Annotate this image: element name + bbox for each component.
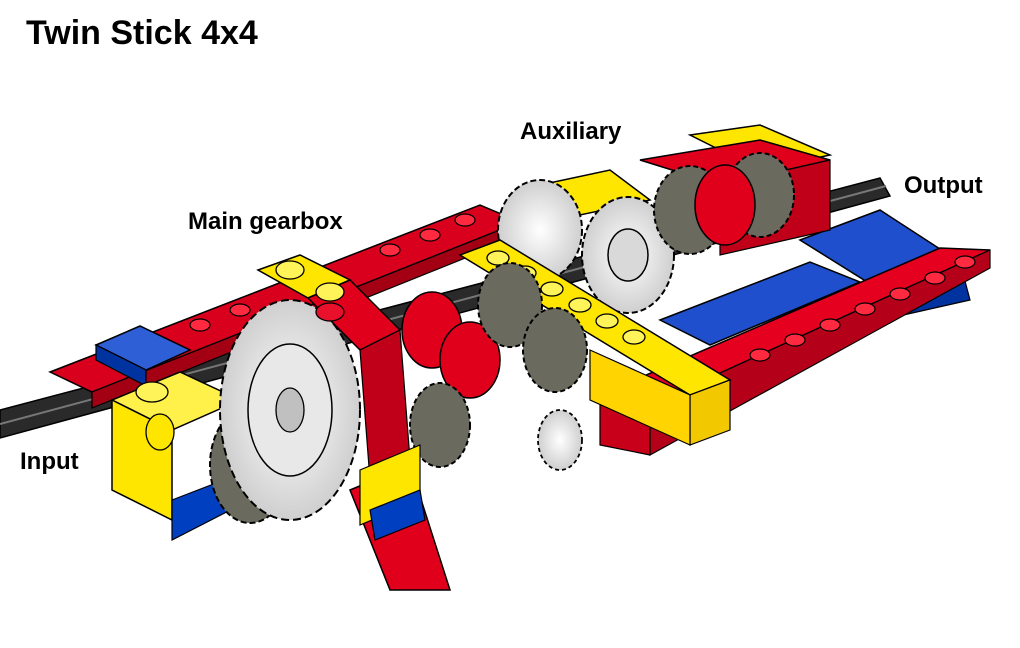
right-beam-studs [749, 255, 976, 362]
main-gearbox-gears [401, 262, 588, 471]
diagram-title: Twin Stick 4x4 [26, 14, 258, 52]
label-input: Input [20, 448, 79, 475]
blue-plate-left [94, 325, 192, 387]
front-gears [209, 299, 361, 524]
label-output: Output [904, 172, 983, 199]
input-block [110, 371, 251, 541]
main-gearbox-housing [256, 254, 452, 591]
rear-beam-studs [189, 213, 476, 332]
label-main-gearbox: Main gearbox [188, 208, 343, 235]
label-auxiliary: Auxiliary [520, 118, 622, 145]
